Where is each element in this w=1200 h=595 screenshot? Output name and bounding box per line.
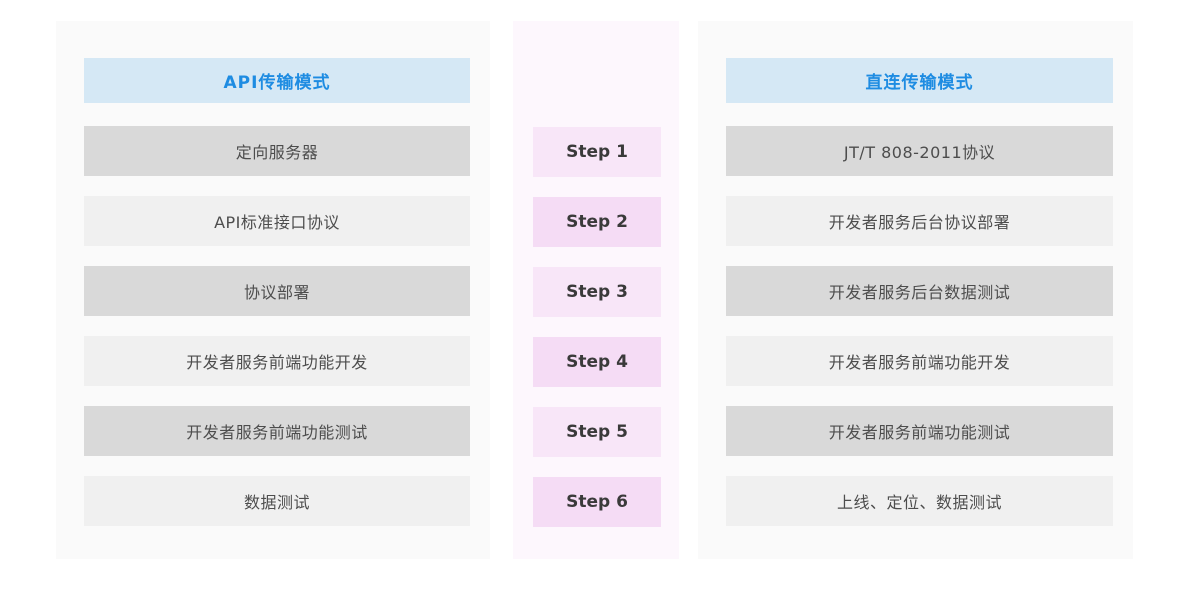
direct-flow-row-6: 上线、定位、数据测试: [726, 476, 1113, 526]
api-mode-title: API传输模式: [84, 58, 470, 103]
direct-mode-title: 直连传输模式: [726, 58, 1113, 103]
step-label-5: Step 5: [533, 407, 661, 457]
step-label-1: Step 1: [533, 127, 661, 177]
api-flow-row-6: 数据测试: [84, 476, 470, 526]
direct-flow-row-1: JT/T 808-2011协议: [726, 126, 1113, 176]
api-flow-row-3: 协议部署: [84, 266, 470, 316]
api-flow-row-5: 开发者服务前端功能测试: [84, 406, 470, 456]
step-label-4: Step 4: [533, 337, 661, 387]
step-label-3: Step 3: [533, 267, 661, 317]
direct-flow-row-4: 开发者服务前端功能开发: [726, 336, 1113, 386]
direct-mode-panel: 直连传输模式 JT/T 808-2011协议 开发者服务后台协议部署 开发者服务…: [698, 21, 1133, 559]
api-flow-row-2: API标准接口协议: [84, 196, 470, 246]
api-flow-row-4: 开发者服务前端功能开发: [84, 336, 470, 386]
direct-flow-row-5: 开发者服务前端功能测试: [726, 406, 1113, 456]
step-label-2: Step 2: [533, 197, 661, 247]
direct-flow-row-3: 开发者服务后台数据测试: [726, 266, 1113, 316]
steps-panel: Step 1 Step 2 Step 3 Step 4 Step 5 Step …: [513, 21, 679, 559]
step-label-6: Step 6: [533, 477, 661, 527]
direct-flow-row-2: 开发者服务后台协议部署: [726, 196, 1113, 246]
api-mode-panel: API传输模式 定向服务器 API标准接口协议 协议部署 开发者服务前端功能开发…: [56, 21, 490, 559]
api-flow-row-1: 定向服务器: [84, 126, 470, 176]
